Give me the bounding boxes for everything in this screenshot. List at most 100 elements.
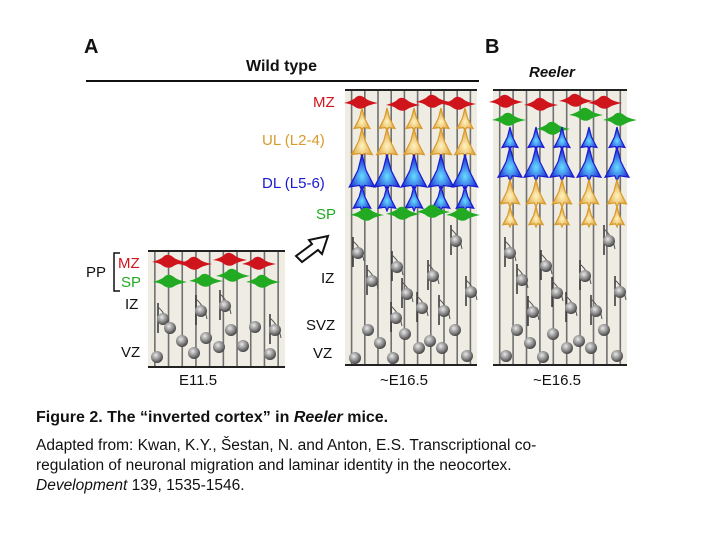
mz-neuron — [242, 256, 276, 270]
mz-neuron — [442, 96, 476, 110]
progenitor-cell — [573, 335, 585, 347]
progenitor-cell — [511, 324, 523, 336]
migrating-neuron — [614, 286, 626, 298]
progenitor-cell — [200, 332, 212, 344]
e11-iz-label: IZ — [125, 296, 139, 313]
figure-caption-title: Figure 2. The “inverted cortex” in Reele… — [36, 409, 388, 427]
sp-neuron — [189, 273, 223, 287]
mz-neuron — [344, 95, 378, 109]
transition-arrow-icon — [294, 234, 330, 264]
progenitor-cell — [237, 340, 249, 352]
sp-neuron — [446, 207, 480, 221]
mz-neuron — [524, 97, 558, 111]
wt-sp-label: SP — [316, 206, 337, 223]
progenitor-cell — [436, 342, 448, 354]
migrating-neuron — [391, 261, 403, 273]
migrating-neuron — [590, 305, 602, 317]
migrating-neuron — [366, 275, 378, 287]
migrating-neuron — [450, 235, 462, 247]
wt-dl-label: DL (L5-6) — [262, 175, 325, 192]
sp-neuron — [350, 207, 384, 221]
progenitor-cell — [561, 342, 573, 354]
caption-title-italic: Reeler — [293, 409, 343, 426]
migrating-neuron — [551, 287, 563, 299]
migrating-neuron — [465, 286, 477, 298]
progenitor-cell — [349, 352, 361, 364]
e11-mz-label: MZ — [118, 255, 140, 272]
ul-neuron — [553, 206, 571, 229]
sp-neuron — [216, 268, 250, 282]
migrating-neuron — [565, 302, 577, 314]
migrating-neuron — [352, 247, 364, 259]
figure-caption-citation: Adapted from: Kwan, K.Y., Šestan, N. and… — [36, 436, 716, 496]
sp-neuron — [416, 204, 450, 218]
dl-neuron — [377, 185, 397, 213]
wt-mz-label: MZ — [313, 94, 335, 111]
progenitor-cell — [188, 347, 200, 359]
mz-neuron — [386, 97, 420, 111]
sp-neuron — [386, 206, 420, 220]
progenitor-cell — [449, 324, 461, 336]
pp-bracket — [113, 252, 120, 292]
migrating-neuron — [427, 270, 439, 282]
pp-label: PP — [86, 264, 107, 281]
progenitor-cell — [461, 350, 473, 362]
progenitor-cell — [424, 335, 436, 347]
tissue-reeler-e16 — [489, 89, 637, 366]
mz-neuron — [152, 254, 186, 268]
mz-neuron — [213, 252, 247, 266]
mz-neuron — [559, 93, 593, 107]
progenitor-cell — [151, 351, 163, 363]
citation-line-1: Adapted from: Kwan, K.Y., Šestan, N. and… — [36, 437, 537, 454]
progenitor-cell — [598, 324, 610, 336]
migrating-neuron — [438, 305, 450, 317]
panel-letter-a: A — [84, 36, 99, 58]
migrating-neuron — [540, 260, 552, 272]
progenitor-cell — [164, 322, 176, 334]
ul-neuron — [580, 206, 598, 229]
progenitor-cell — [362, 324, 374, 336]
sp-neuron — [569, 107, 603, 121]
citation-volume-pages: 139, 1535-1546. — [127, 477, 245, 494]
migrating-neuron — [579, 270, 591, 282]
wild-type-title: Wild type — [246, 58, 317, 75]
progenitor-cell — [611, 350, 623, 362]
mz-neuron — [178, 256, 212, 270]
progenitor-cell — [176, 335, 188, 347]
migrating-neuron — [401, 288, 413, 300]
caption-title-suffix: mice. — [342, 409, 389, 426]
progenitor-cell — [225, 324, 237, 336]
sp-neuron — [492, 112, 526, 126]
mz-neuron — [588, 95, 622, 109]
e11-vz-label: VZ — [121, 344, 141, 361]
migrating-neuron — [157, 313, 169, 325]
wt-iz-label: IZ — [321, 270, 335, 287]
mz-neuron — [416, 94, 450, 108]
sp-neuron — [246, 274, 280, 288]
sp-neuron — [536, 121, 570, 135]
progenitor-cell — [585, 342, 597, 354]
dl-neuron — [404, 185, 424, 213]
reeler-title: Reeler — [529, 64, 575, 81]
caption-title-prefix: Figure 2. The “inverted cortex” in — [36, 409, 294, 426]
progenitor-cell — [547, 328, 559, 340]
progenitor-cell — [413, 342, 425, 354]
migrating-neuron — [390, 312, 402, 324]
migrating-neuron — [516, 274, 528, 286]
ul-neuron — [501, 206, 519, 229]
progenitor-cell — [399, 328, 411, 340]
migrating-neuron — [416, 302, 428, 314]
progenitor-cell — [387, 352, 399, 364]
migrating-neuron — [269, 324, 281, 336]
migrating-neuron — [195, 305, 207, 317]
migrating-neuron — [504, 247, 516, 259]
citation-line-2: regulation of neuronal migration and lam… — [36, 457, 512, 474]
progenitor-cell — [249, 321, 261, 333]
progenitor-cell — [537, 351, 549, 363]
ul-neuron — [527, 206, 545, 229]
migrating-neuron — [219, 300, 231, 312]
ul-neuron — [608, 206, 626, 229]
progenitor-cell — [213, 341, 225, 353]
citation-journal: Development — [36, 477, 128, 494]
